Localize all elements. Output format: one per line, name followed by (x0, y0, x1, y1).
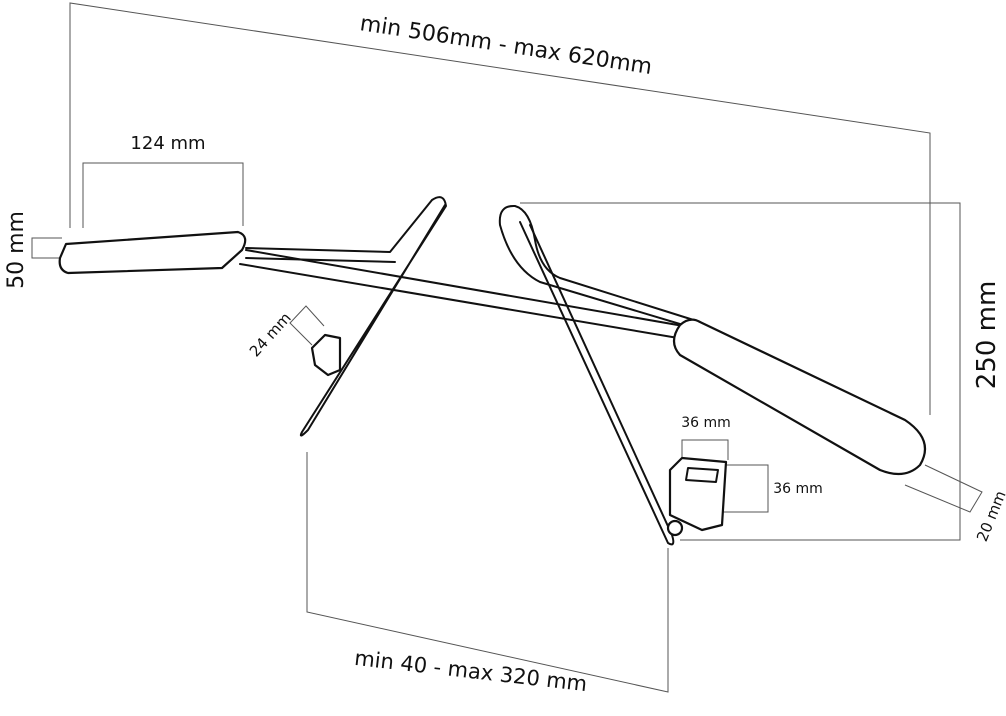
right-pad (668, 456, 728, 532)
dimension-lines (31, 2, 983, 693)
left-pad (310, 333, 342, 377)
right-wire-end (666, 519, 684, 537)
pad-left-dimension (289, 305, 325, 346)
right-loop-wire (498, 204, 701, 331)
pad-width-dimension (681, 439, 729, 460)
overall-width-dimension (69, 2, 931, 415)
handle-length-label: 124 mm (130, 133, 205, 154)
left-handle-grip (58, 230, 247, 275)
hanger-drawing (58, 196, 927, 546)
handle-thickness-label: 20 mm (973, 488, 1006, 544)
handle-height-dimension (31, 237, 62, 259)
pad-height-dimension (722, 464, 769, 513)
pad-left-label: 24 mm (246, 309, 295, 361)
crossbar-wire (239, 249, 696, 341)
spread-label: min 40 - max 320 mm (353, 646, 588, 696)
overall-width-label: min 506mm - max 620mm (358, 11, 653, 80)
right-pad-slot (685, 467, 719, 483)
right-handle-grip (672, 318, 927, 476)
handle-height-label: 50 mm (4, 211, 29, 289)
total-height-dimension (520, 202, 961, 541)
left-wire-frame (245, 196, 447, 437)
right-leg-wire (519, 221, 675, 546)
left-wire-lower (245, 257, 396, 263)
handle-length-dimension (82, 162, 244, 228)
handle-thickness-dimension (904, 464, 983, 513)
total-height-label: 250 mm (972, 281, 1002, 390)
pad-height-label: 36 mm (773, 481, 823, 497)
pad-width-label: 36 mm (681, 415, 731, 431)
spread-dimension (306, 452, 669, 693)
